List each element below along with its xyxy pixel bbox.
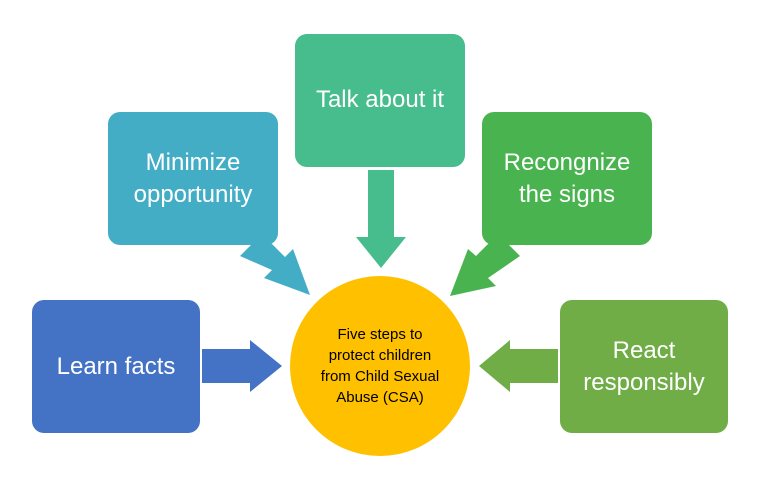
arrow-learn xyxy=(202,340,282,392)
arrow-minimize xyxy=(240,234,310,295)
step-box-recognize-signs: Recongnize the signs xyxy=(482,112,652,245)
step-label-talk-about-it: Talk about it xyxy=(315,86,445,113)
center-circle: Five steps to protect children from Chil… xyxy=(290,276,470,456)
step-label-react-responsibly: React responsibly xyxy=(583,336,705,396)
step-box-minimize-opportunity: Minimize opportunity xyxy=(108,112,278,245)
step-label-learn-facts: Learn facts xyxy=(56,352,176,380)
center-title: Five steps to protect children from Chil… xyxy=(320,326,440,406)
step-box-talk-about-it: Talk about it xyxy=(295,34,465,167)
step-label-minimize-opportunity: Minimize opportunity xyxy=(133,148,253,208)
step-label-recognize-signs: Recongnize the signs xyxy=(503,148,631,208)
arrow-recognize xyxy=(450,234,520,296)
step-box-learn-facts: Learn facts xyxy=(32,300,200,433)
arrow-talk xyxy=(356,170,406,268)
step-box-react-responsibly: React responsibly xyxy=(560,300,728,433)
arrow-react xyxy=(479,340,558,392)
